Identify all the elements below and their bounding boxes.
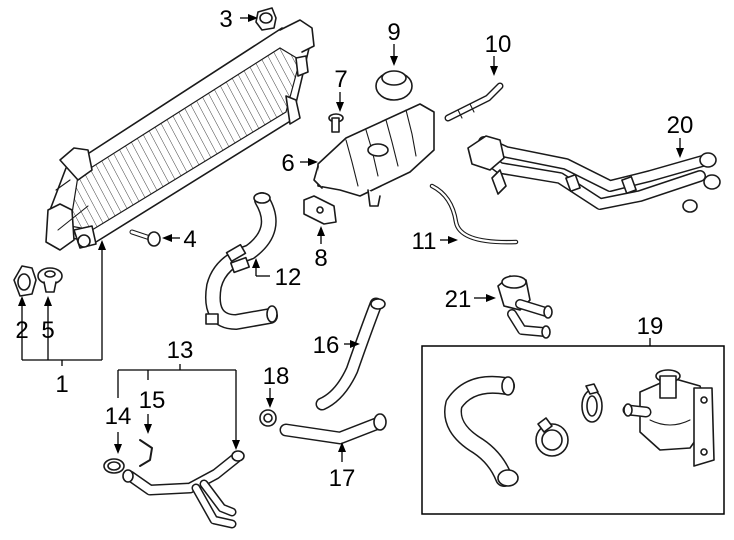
- upper-radiator-hose: [205, 192, 278, 330]
- callout-21: 21: [445, 286, 472, 313]
- callout-6: 6: [281, 150, 294, 177]
- callout-9: 9: [387, 19, 400, 46]
- callout-1: 1: [55, 371, 68, 398]
- auxiliary-pump-hose: [444, 375, 519, 487]
- lower-hose: [279, 413, 387, 445]
- callout-labels: 1 2 3 4 5 6 7 8 9 10 11 12 13 14 15 16 1…: [15, 6, 693, 492]
- pump-hose-clamp: [535, 417, 569, 457]
- coolant-reservoir: [313, 103, 435, 207]
- reservoir-cap: [375, 70, 413, 101]
- callout-8: 8: [314, 245, 327, 272]
- callout-4: 4: [183, 226, 196, 253]
- callout-17: 17: [329, 465, 356, 492]
- vent-hose: [444, 82, 504, 122]
- bolt: [129, 229, 161, 247]
- callout-13: 13: [167, 337, 194, 364]
- coolant-tube: [122, 450, 245, 529]
- grommet: [37, 267, 63, 293]
- callout-2: 2: [15, 317, 28, 344]
- insulator-bushing: [255, 7, 277, 31]
- reservoir-bolt: [328, 113, 344, 133]
- retaining-clip: [139, 439, 153, 467]
- callout-18: 18: [263, 363, 290, 390]
- callout-12: 12: [275, 264, 302, 291]
- pump-clamp-small: [581, 383, 603, 423]
- callout-20: 20: [667, 112, 694, 139]
- reservoir-bracket: [303, 195, 337, 225]
- hose-clamp: [259, 409, 277, 427]
- o-ring: [103, 458, 125, 474]
- callout-15: 15: [139, 387, 166, 414]
- overflow-line: [429, 183, 519, 245]
- callout-5: 5: [41, 317, 54, 344]
- drain-plug: [13, 265, 37, 297]
- callout-7: 7: [334, 66, 347, 93]
- coolant-tube-assembly: [467, 135, 721, 213]
- radiator: [45, 19, 315, 251]
- callout-16: 16: [313, 332, 340, 359]
- callout-11: 11: [412, 228, 437, 255]
- part-19-group-box: [421, 345, 725, 515]
- heater-hose: [315, 297, 386, 411]
- callout-14: 14: [105, 403, 132, 430]
- coolant-valve: [497, 275, 553, 339]
- callout-3: 3: [219, 6, 232, 33]
- leader-lines: [18, 14, 684, 462]
- auxiliary-water-pump: [622, 369, 715, 467]
- callout-10: 10: [485, 31, 512, 58]
- callout-19: 19: [637, 313, 664, 340]
